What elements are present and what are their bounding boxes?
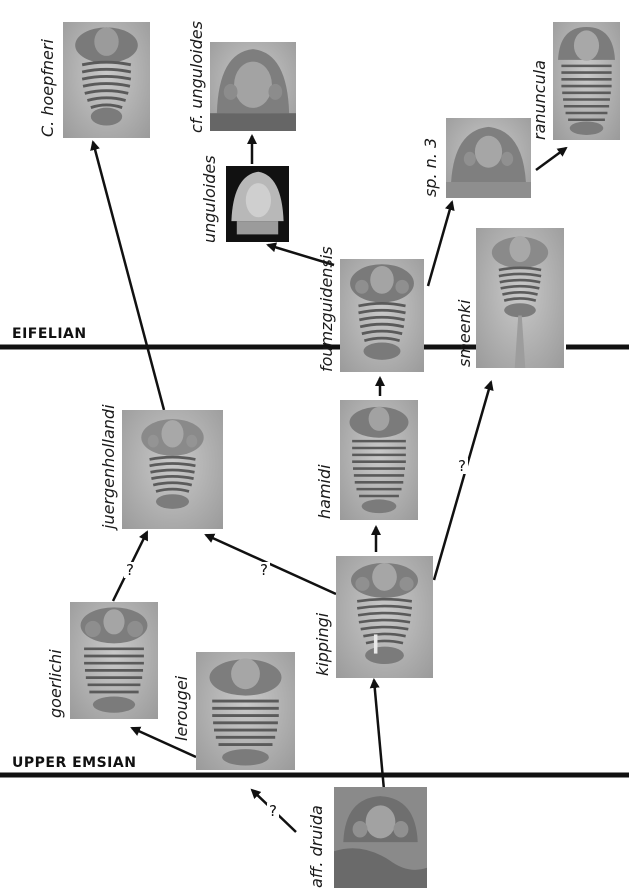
uncertainty-mark-druida: ?: [267, 803, 279, 819]
arrow-sp-n-3-to-ranuncula: [536, 148, 566, 170]
trilobite-image-sp-n-3: [446, 118, 531, 198]
photo-sp-n-3: [446, 118, 531, 198]
label-juergenhollandi: juergenhollandi: [99, 404, 118, 529]
photo-hamidi: [340, 400, 418, 520]
arrow-juergenhollandi-to-hoepfneri: [93, 142, 164, 410]
trilobite-image-unguloides: [226, 166, 289, 242]
label-kippingi: kippingi: [313, 613, 332, 676]
photo-lerougei: [196, 652, 295, 770]
label-cf-unguloides: cf. unguloides: [187, 21, 206, 133]
label-hamidi: hamidi: [315, 464, 334, 519]
arrow-kippingi-to-juergenhollandi: [206, 535, 336, 594]
label-ranuncula: ranuncula: [530, 60, 549, 140]
uncertainty-mark-goerlichi: ?: [124, 562, 136, 578]
photo-kippingi: [336, 556, 433, 678]
label-sp-n-3: sp. n. 3: [421, 138, 440, 197]
trilobite-image-foumzguidensis: [340, 259, 424, 372]
trilobite-image-goerlichi: [70, 602, 158, 719]
label-hoepfneri: C. hoepfneri: [38, 39, 57, 137]
eifelian-label: EIFELIAN: [12, 326, 87, 342]
trilobite-image-hamidi: [340, 400, 418, 520]
label-lerougei: lerougei: [172, 676, 191, 741]
label-unguloides: unguloides: [200, 155, 219, 243]
photo-cf-unguloides: [210, 42, 296, 131]
arrow-kippingi-to-smeenki: [434, 382, 491, 580]
photo-hoepfneri: [63, 22, 150, 138]
trilobite-image-kippingi: [336, 556, 433, 678]
trilobite-image-lerougei: [196, 652, 295, 770]
trilobite-image-hoepfneri: [63, 22, 150, 138]
arrow-foumzguidensis-to-sp-n-3: [428, 202, 452, 286]
trilobite-image-ranuncula: [553, 22, 620, 140]
label-aff-druida: aff. druida: [307, 805, 326, 888]
photo-ranuncula: [553, 22, 620, 140]
trilobite-image-smeenki: [476, 228, 564, 368]
trilobite-image-aff-druida: [334, 787, 427, 888]
photo-goerlichi: [70, 602, 158, 719]
photo-foumzguidensis: [340, 259, 424, 372]
label-foumzguidensis: foumzguidensis: [317, 246, 336, 372]
uncertainty-mark-kippingi-juergenhollandi: ?: [258, 562, 270, 578]
label-smeenki: smeenki: [455, 300, 474, 367]
label-goerlichi: goerlichi: [46, 649, 65, 718]
upper-emsian-label: UPPER EMSIAN: [12, 755, 136, 771]
photo-smeenki: [476, 228, 564, 368]
uncertainty-mark-smeenki: ?: [456, 458, 468, 474]
photo-unguloides: [226, 166, 289, 242]
photo-juergenhollandi: [122, 410, 223, 529]
photo-aff-druida: [334, 787, 427, 888]
trilobite-image-cf-unguloides: [210, 42, 296, 131]
trilobite-image-juergenhollandi: [122, 410, 223, 529]
